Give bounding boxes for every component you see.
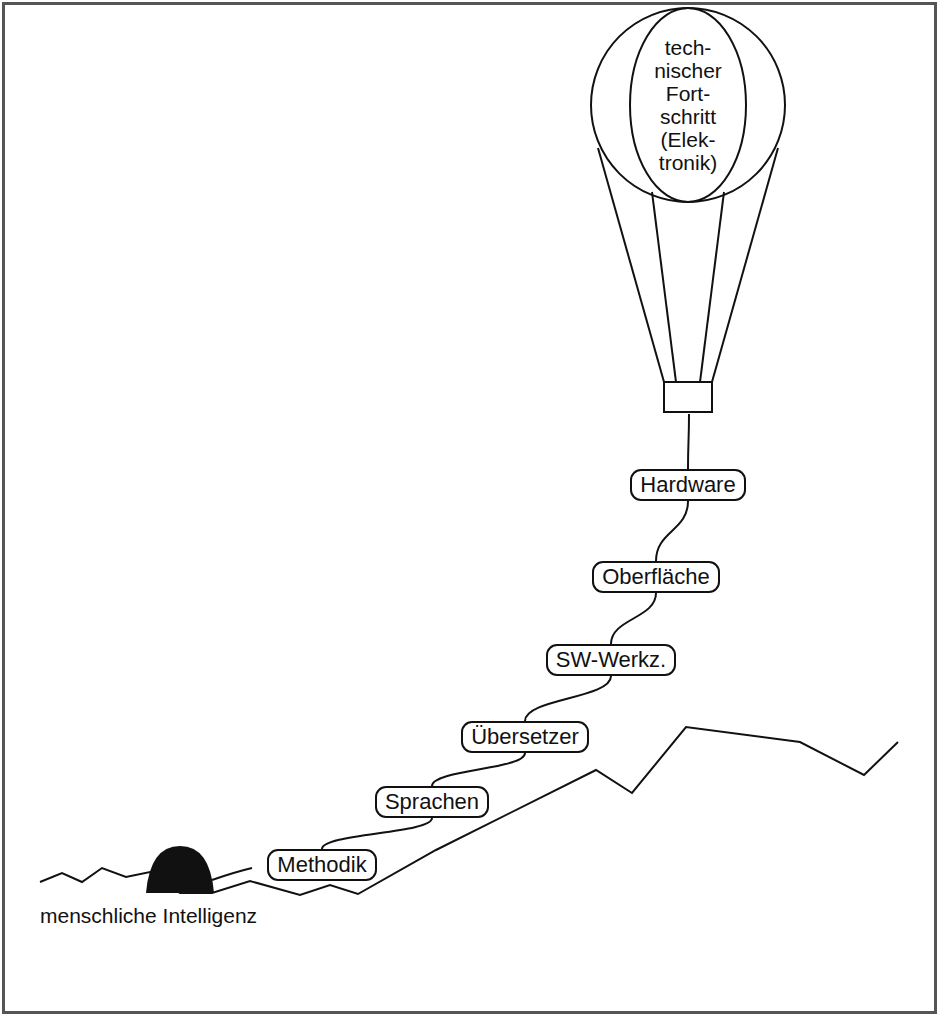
rope-connector — [432, 753, 525, 786]
anchor-rope — [212, 868, 252, 880]
rope-tag-box: Übersetzer — [461, 721, 589, 753]
rope-tag-box: Methodik — [267, 849, 376, 881]
rope-tag-box: Sprachen — [375, 786, 489, 818]
rope-tag-box: Hardware — [630, 469, 745, 501]
box-label: Hardware — [640, 472, 735, 498]
balloon-caption: tech- nischer Fort- schritt (Elek- troni… — [654, 36, 722, 174]
rope-connector — [656, 501, 688, 561]
box-label: Sprachen — [385, 789, 479, 815]
box-label: SW-Werkz. — [556, 647, 666, 673]
rope-connector — [525, 676, 611, 721]
box-label: Oberfläche — [602, 564, 710, 590]
balloon-rope — [712, 148, 778, 382]
anchor-mound — [146, 846, 214, 893]
balloon-basket — [664, 382, 712, 412]
rope-connector — [611, 593, 656, 644]
box-label: Methodik — [277, 852, 366, 878]
balloon-rope — [652, 192, 676, 382]
balloon-node: tech- nischer Fort- schritt (Elek- troni… — [590, 6, 788, 414]
balloon-gore — [630, 8, 746, 202]
rope-tag-box: SW-Werkz. — [546, 644, 676, 676]
caption-label: menschliche Intelligenz — [40, 904, 257, 928]
rope-connector — [688, 414, 689, 469]
balloon-rope — [598, 148, 664, 382]
rope-connector — [322, 818, 432, 849]
balloon-envelope — [591, 8, 785, 202]
rope-tag-box: Oberfläche — [592, 561, 720, 593]
box-label: Übersetzer — [471, 724, 579, 750]
